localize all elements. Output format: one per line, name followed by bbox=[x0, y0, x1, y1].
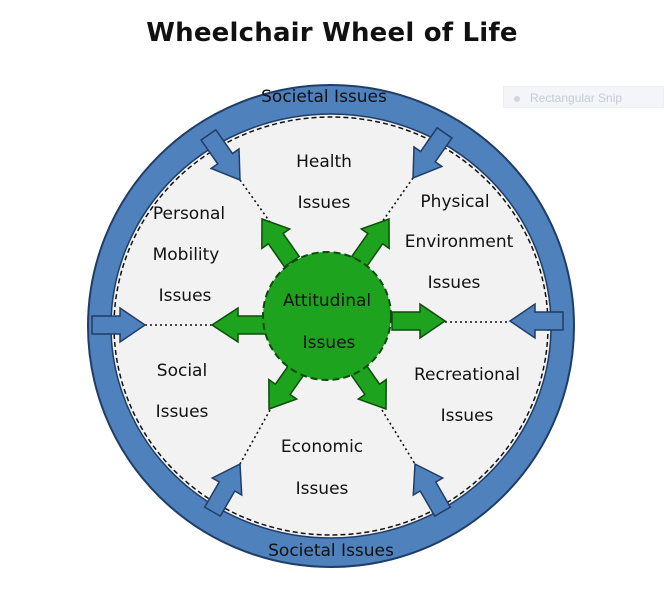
divider-top-left bbox=[239, 179, 271, 223]
green-arrow-top-right bbox=[350, 217, 390, 268]
societal-label-bottom: Societal Issues bbox=[268, 541, 394, 561]
economic-label-line1: Economic bbox=[281, 437, 363, 457]
personal-label-line3: Issues bbox=[159, 286, 212, 306]
snip-icon bbox=[514, 95, 520, 102]
blue-arrow-left bbox=[91, 306, 147, 344]
divider-bottom-right bbox=[381, 409, 416, 465]
blue-arrow-right bbox=[508, 302, 564, 340]
social-label-line2: Issues bbox=[156, 402, 209, 422]
societal-label-top: Societal Issues bbox=[261, 87, 387, 107]
divider-top-right bbox=[381, 177, 414, 223]
blue-arrow-top-left bbox=[200, 128, 241, 182]
green-arrow-right bbox=[391, 302, 447, 340]
divider-bottom-left bbox=[239, 409, 271, 465]
attitudinal-hub bbox=[262, 251, 392, 381]
hub-label-line2: Issues bbox=[303, 333, 356, 353]
health-label-line2: Issues bbox=[298, 193, 351, 213]
diagram-title: Wheelchair Wheel of Life bbox=[146, 18, 518, 48]
physical-label-line3: Issues bbox=[428, 273, 481, 293]
hub-label-line1: Attitudinal bbox=[283, 291, 371, 311]
recreational-label-line2: Issues bbox=[441, 406, 494, 426]
physical-label-line1: Physical bbox=[420, 192, 489, 212]
blue-arrow-top-right bbox=[412, 126, 453, 180]
snip-label: Rectangular Snip bbox=[530, 91, 623, 105]
green-arrow-top-left bbox=[261, 217, 301, 268]
blue-arrow-bottom-right bbox=[412, 462, 452, 518]
physical-label-line2: Environment bbox=[405, 232, 514, 252]
economic-label-line2: Issues bbox=[296, 479, 349, 499]
personal-label-line1: Personal bbox=[153, 204, 225, 224]
blue-arrow-bottom-left bbox=[203, 462, 243, 518]
personal-label-line2: Mobility bbox=[153, 245, 220, 265]
green-arrow-left bbox=[210, 306, 267, 344]
health-label-line1: Health bbox=[296, 152, 352, 172]
social-label-line1: Social bbox=[157, 361, 207, 381]
green-arrow-bottom-right bbox=[347, 360, 387, 411]
recreational-label-line1: Recreational bbox=[414, 365, 520, 385]
